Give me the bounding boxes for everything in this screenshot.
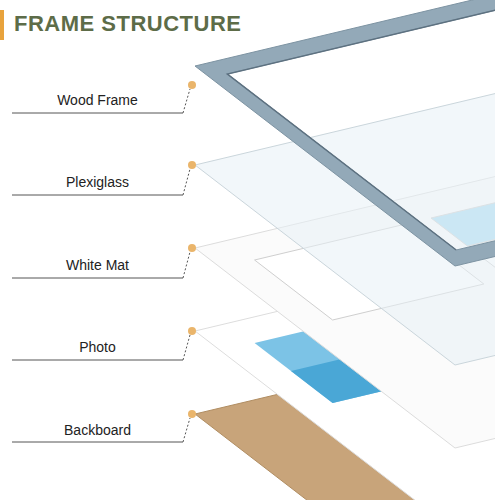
- label-underline: [12, 195, 183, 196]
- title-accent-bar: [0, 10, 4, 40]
- leader-dot: [188, 161, 196, 169]
- diagram-title: FRAME STRUCTURE: [14, 11, 242, 37]
- leader-line: [183, 252, 190, 278]
- label-underline: [12, 113, 183, 114]
- part-label: White Mat: [64, 257, 131, 273]
- leader-dot: [188, 327, 196, 335]
- part-label: Plexiglass: [64, 174, 131, 190]
- part-label: Wood Frame: [55, 92, 140, 108]
- leader-line: [183, 89, 190, 113]
- frame-inner-edge: [227, 0, 495, 250]
- leader-dot: [188, 410, 196, 418]
- wood-frame-layer: [195, 0, 495, 266]
- leader-dot: [188, 244, 196, 252]
- leader-dot: [188, 81, 196, 89]
- leader-line: [183, 418, 190, 442]
- label-underline: [12, 278, 183, 279]
- plexiglass-layer: [195, 65, 495, 365]
- part-label: Backboard: [62, 422, 133, 438]
- leader-line: [183, 335, 190, 360]
- label-underline: [12, 442, 183, 443]
- part-label: Photo: [77, 339, 118, 355]
- leader-line: [183, 169, 190, 195]
- label-underline: [12, 360, 183, 361]
